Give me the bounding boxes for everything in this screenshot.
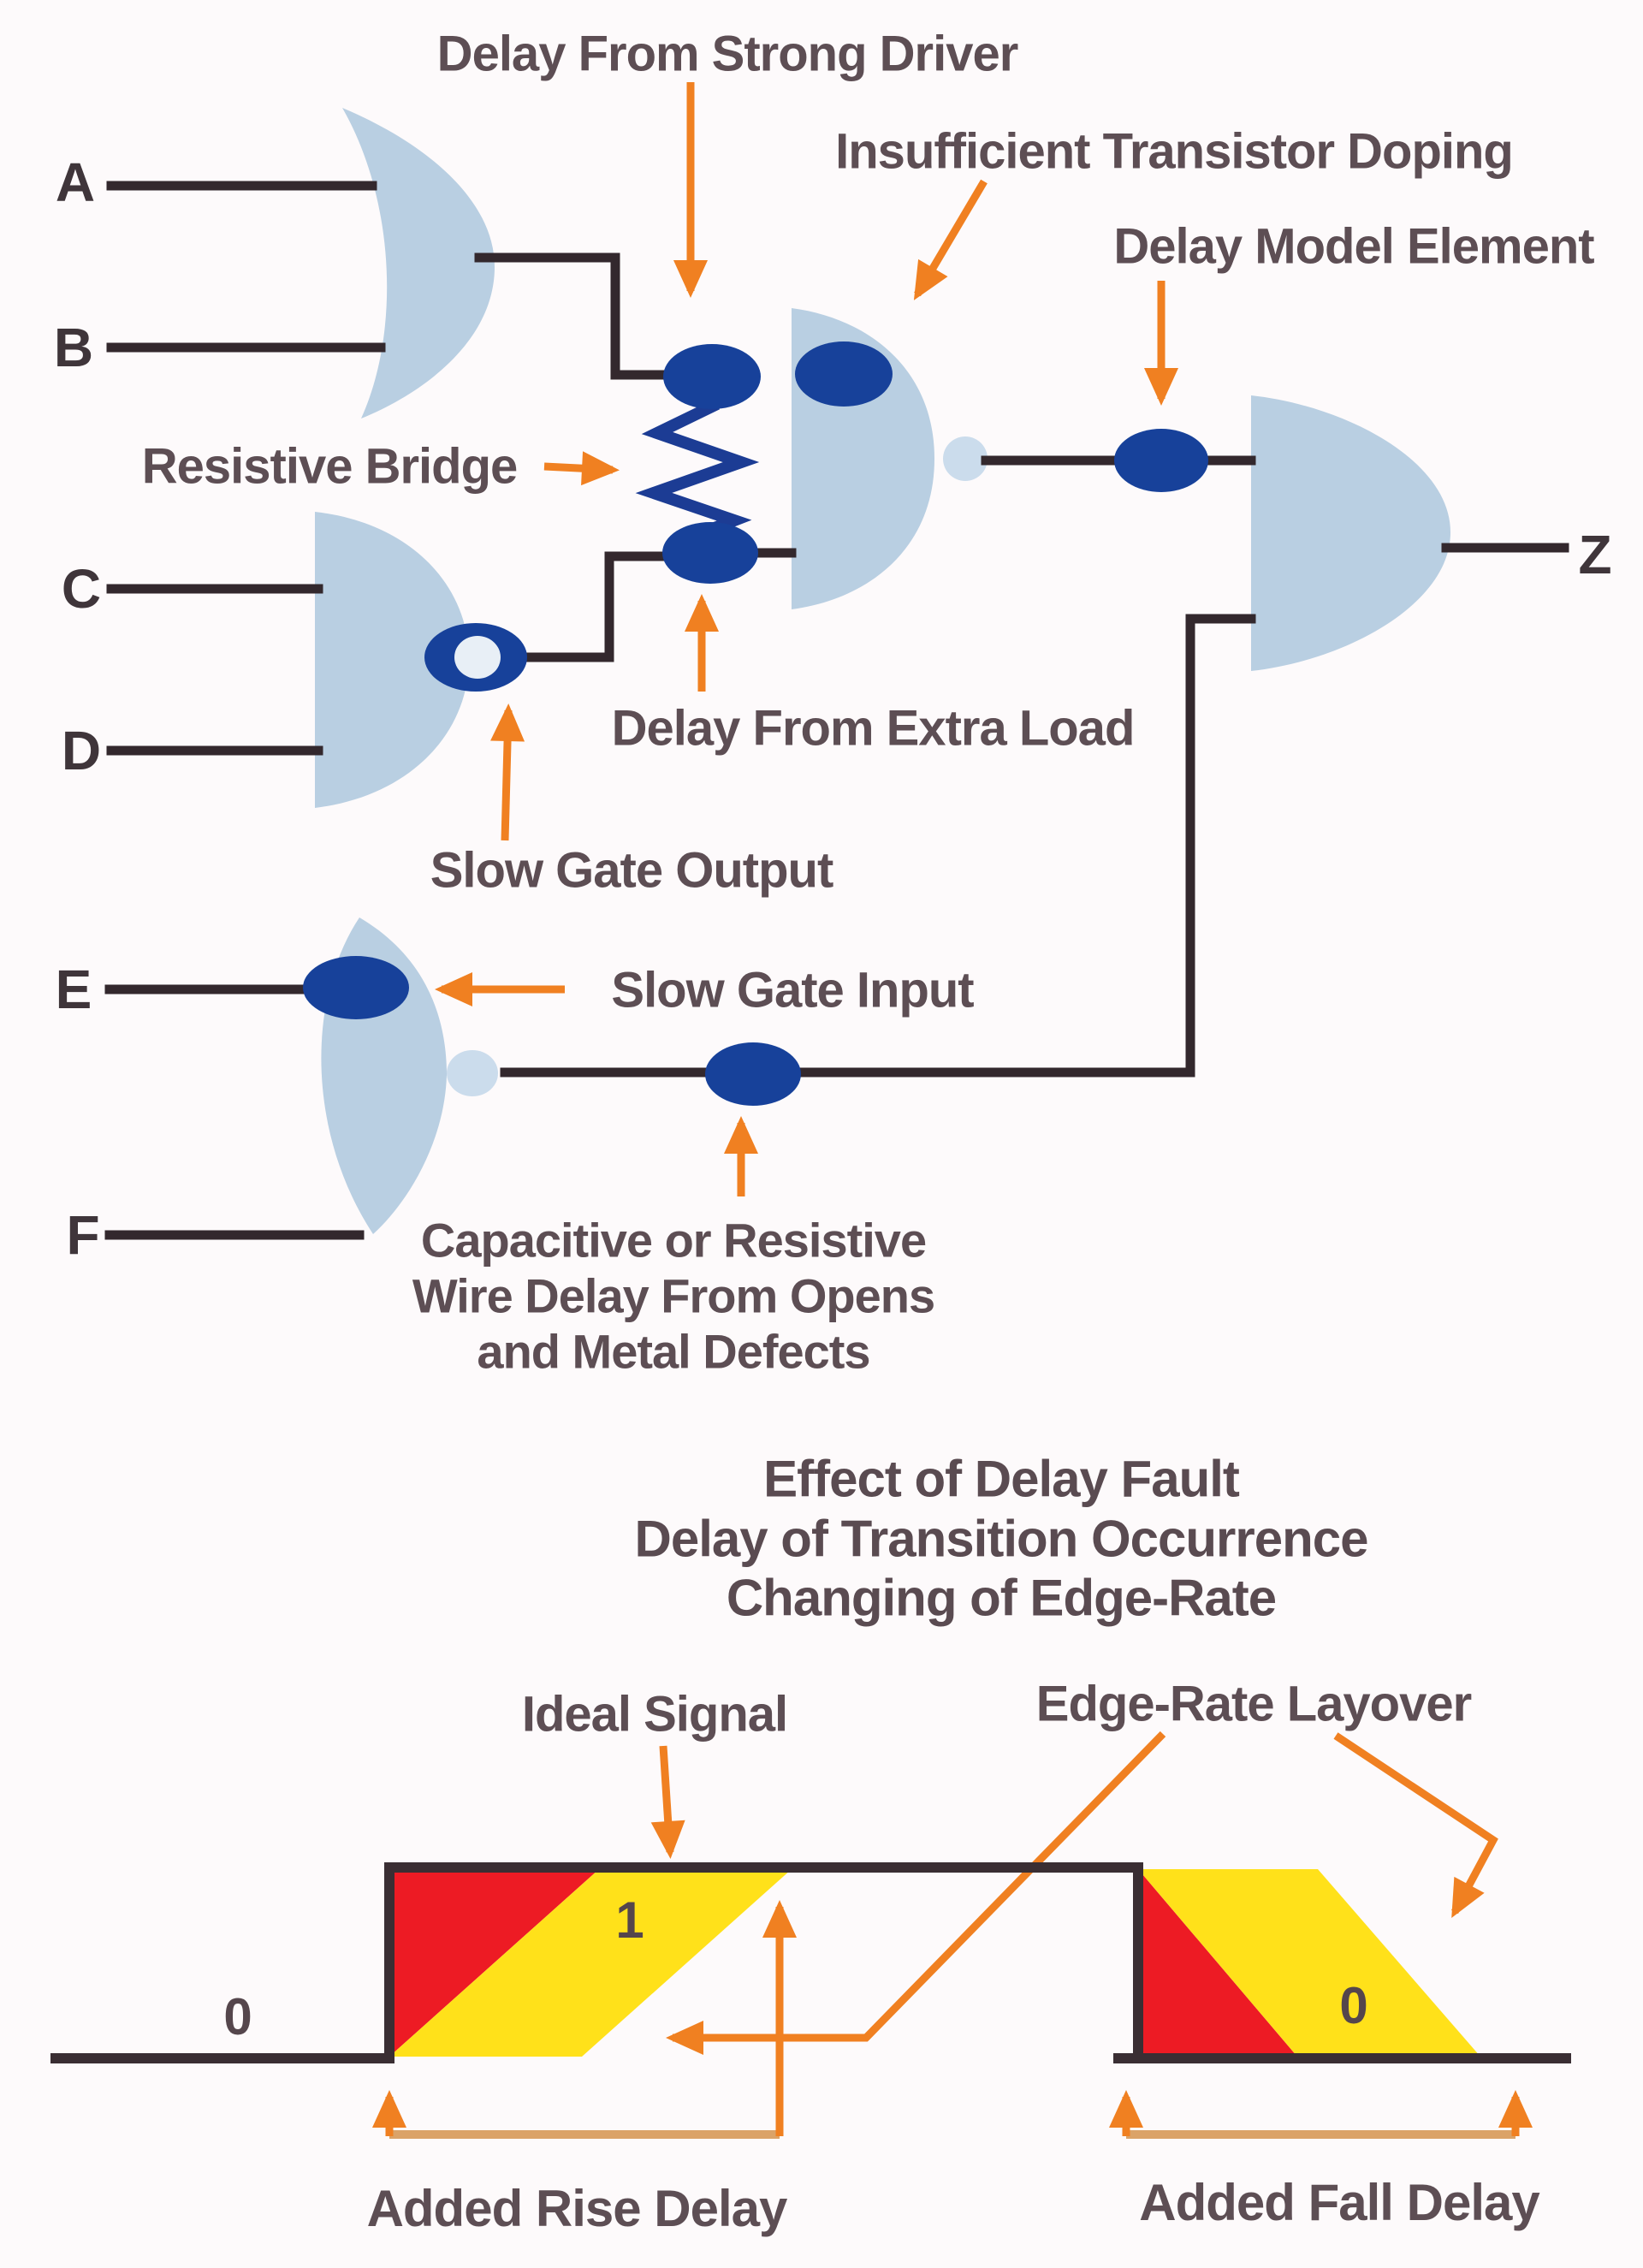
delay-brackets	[372, 1900, 1533, 2139]
logic-level-zero-left: 0	[223, 1988, 252, 2046]
dot-insufficient-doping	[795, 341, 893, 407]
and-gate-output	[1251, 395, 1450, 671]
fall-layover-yellow	[1138, 1869, 1480, 2057]
or-gate-ab	[342, 108, 495, 419]
wire-ef-to-gate	[500, 614, 1256, 1078]
waveform-trace	[50, 1862, 1571, 2063]
input-label-a: A	[55, 151, 96, 213]
arrow-insufficient-doping	[913, 179, 988, 300]
waveform-title: Effect of Delay Fault Delay of Transitio…	[634, 1450, 1369, 1629]
input-label-c: C	[61, 557, 102, 620]
resistor-zigzag	[635, 398, 760, 538]
annotation-slow-gate-input: Slow Gate Input	[611, 962, 974, 1018]
input-label-e: E	[55, 958, 92, 1020]
input-label-b: B	[53, 316, 94, 378]
label-added-rise-delay: Added Rise Delay	[366, 2180, 788, 2238]
arrow-layover-right	[1333, 1732, 1498, 1919]
ring-slow-gate-output	[424, 623, 527, 692]
arrow-layover-left	[666, 1731, 1166, 2055]
wire-ring-to-extra-load	[515, 551, 679, 662]
input-label-f: F	[66, 1203, 100, 1266]
waveform-title-line1: Effect of Delay Fault	[763, 1450, 1240, 1508]
dot-delay-model	[1114, 429, 1208, 492]
logic-level-one: 1	[615, 1891, 644, 1950]
callout-arrows	[435, 82, 1498, 2055]
logic-level-zero-right: 0	[1339, 1977, 1368, 2035]
nand-output-bubble	[943, 436, 988, 481]
wire-delay-line2: Wire Delay From Opens	[412, 1268, 935, 1323]
output-label-z: Z	[1578, 523, 1612, 585]
annotation-delay-model: Delay Model Element	[1113, 218, 1594, 275]
dot-strong-driver	[663, 344, 761, 409]
dot-wire-delay	[705, 1042, 801, 1106]
waveform-regions	[389, 1869, 1480, 2057]
wire-delay-line3: and Metal Defects	[477, 1324, 870, 1379]
label-added-fall-delay: Added Fall Delay	[1139, 2174, 1539, 2232]
arrow-ideal-signal	[650, 1745, 685, 1859]
annotation-strong-driver: Delay From Strong Driver	[436, 26, 1019, 82]
annotation-resistive-bridge: Resistive Bridge	[141, 438, 519, 495]
waveform-title-line2: Delay of Transition Occurrence	[634, 1510, 1369, 1568]
label-ideal-signal: Ideal Signal	[521, 1686, 788, 1743]
annotation-wire-delay: Capacitive or Resistive Wire Delay From …	[412, 1213, 935, 1380]
dot-extra-load	[662, 522, 758, 584]
waveform-title-line3: Changing of Edge-Rate	[726, 1569, 1277, 1627]
annotation-insufficient-doping: Insufficient Transistor Doping	[835, 123, 1514, 180]
dot-slow-gate-input	[303, 956, 409, 1019]
arrow-resistive-bridge	[543, 451, 620, 486]
waveform-pulse	[384, 1862, 1143, 2063]
annotation-delay-extra-load: Delay From Extra Load	[611, 700, 1136, 757]
input-label-d: D	[61, 719, 102, 781]
ef-output-bubble	[447, 1050, 498, 1096]
annotation-slow-gate-output: Slow Gate Output	[430, 842, 834, 899]
label-edge-rate-layover: Edge-Rate Layover	[1035, 1676, 1472, 1732]
fault-dots	[303, 341, 1208, 1106]
arrow-slow-gate-output	[490, 704, 525, 841]
wire-delay-line1: Capacitive or Resistive	[420, 1213, 927, 1268]
rise-layover-yellow	[389, 1869, 792, 2057]
and-gate-cd	[315, 512, 469, 808]
